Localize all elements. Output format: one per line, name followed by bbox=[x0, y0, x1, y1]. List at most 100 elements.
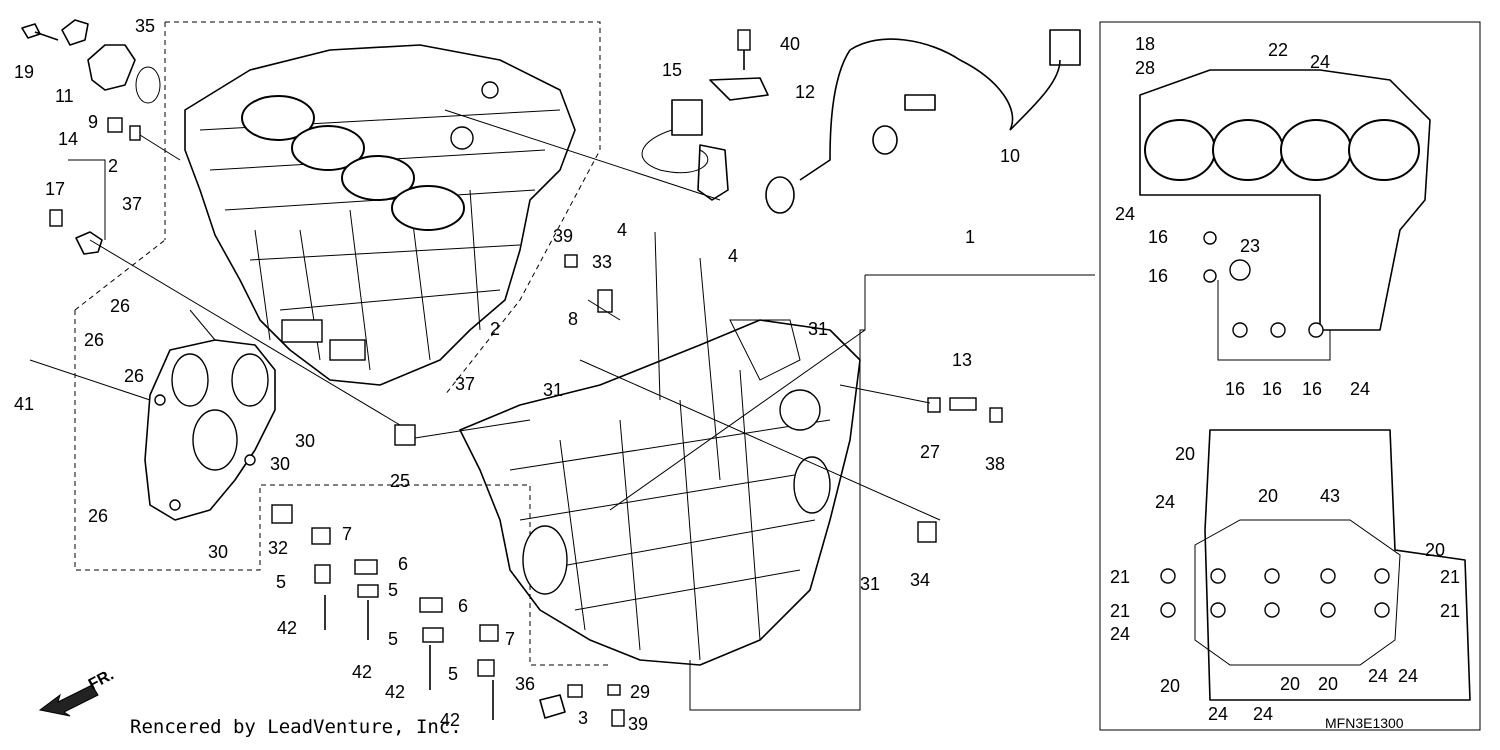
callout-42-d[interactable]: 42 bbox=[440, 710, 460, 730]
callout-21-c[interactable]: 21 bbox=[1110, 601, 1130, 621]
callout-12[interactable]: 12 bbox=[795, 82, 815, 102]
top-left-parts bbox=[21, 19, 181, 255]
callout-5-d[interactable]: 5 bbox=[448, 664, 458, 684]
callout-24-b[interactable]: 24 bbox=[1155, 492, 1175, 512]
callout-32[interactable]: 32 bbox=[268, 538, 288, 558]
callout-13[interactable]: 13 bbox=[952, 350, 972, 370]
callout-43[interactable]: 43 bbox=[1320, 486, 1340, 506]
diagram-code: MFN3E1300 bbox=[1325, 715, 1404, 731]
callout-3[interactable]: 3 bbox=[578, 708, 588, 728]
callout-33[interactable]: 33 bbox=[592, 252, 612, 272]
callout-37-b[interactable]: 37 bbox=[455, 374, 475, 394]
callout-24-left[interactable]: 24 bbox=[1115, 204, 1135, 224]
callout-20-a[interactable]: 20 bbox=[1175, 444, 1195, 464]
callout-26-d[interactable]: 26 bbox=[88, 506, 108, 526]
callout-21-b[interactable]: 21 bbox=[1440, 567, 1460, 587]
callout-39-bottom[interactable]: 39 bbox=[628, 714, 648, 734]
upper-crankcase bbox=[184, 44, 576, 386]
callout-9[interactable]: 9 bbox=[88, 112, 98, 132]
callout-31-c[interactable]: 31 bbox=[860, 574, 880, 594]
callout-26-c[interactable]: 26 bbox=[124, 366, 144, 386]
callout-17[interactable]: 17 bbox=[45, 179, 65, 199]
callout-25[interactable]: 25 bbox=[390, 471, 410, 491]
callout-24-top[interactable]: 24 bbox=[1310, 52, 1330, 72]
callout-24-e[interactable]: 24 bbox=[1368, 666, 1388, 686]
front-direction-arrow: FR. bbox=[38, 666, 117, 717]
callout-16-c[interactable]: 16 bbox=[1225, 379, 1245, 399]
group-frames bbox=[74, 21, 1481, 731]
callout-31-b[interactable]: 31 bbox=[543, 380, 563, 400]
callout-24-d[interactable]: 24 bbox=[1208, 704, 1228, 724]
callout-16-b[interactable]: 16 bbox=[1148, 266, 1168, 286]
callout-2[interactable]: 2 bbox=[108, 156, 118, 176]
cylinder-bore-2 bbox=[291, 125, 365, 171]
sensors-harness bbox=[564, 29, 1081, 313]
right-pan-view bbox=[1160, 429, 1471, 701]
callout-22[interactable]: 22 bbox=[1268, 40, 1288, 60]
callout-6-b[interactable]: 6 bbox=[458, 596, 468, 616]
callout-42-a[interactable]: 42 bbox=[277, 618, 297, 638]
lower-crankcase bbox=[459, 319, 861, 666]
callout-14[interactable]: 14 bbox=[58, 129, 78, 149]
callout-20-d[interactable]: 20 bbox=[1160, 676, 1180, 696]
callout-21-d[interactable]: 21 bbox=[1440, 601, 1460, 621]
callout-20-b[interactable]: 20 bbox=[1258, 486, 1278, 506]
callout-5-a[interactable]: 5 bbox=[276, 572, 286, 592]
callout-34[interactable]: 34 bbox=[910, 570, 930, 590]
callout-7-a[interactable]: 7 bbox=[342, 524, 352, 544]
callout-20-c[interactable]: 20 bbox=[1425, 540, 1445, 560]
callout-15[interactable]: 15 bbox=[662, 60, 682, 80]
callout-20-e[interactable]: 20 bbox=[1280, 674, 1300, 694]
credit-text: Rencered by LeadVenture, Inc. bbox=[130, 716, 462, 738]
callout-6-a[interactable]: 6 bbox=[398, 554, 408, 574]
callout-16-d[interactable]: 16 bbox=[1262, 379, 1282, 399]
callout-16-a[interactable]: 16 bbox=[1148, 227, 1168, 247]
callout-28[interactable]: 28 bbox=[1135, 58, 1155, 78]
callout-24-f[interactable]: 24 bbox=[1398, 666, 1418, 686]
side-cover bbox=[144, 339, 276, 521]
bottom-fasteners bbox=[271, 397, 1003, 727]
callout-11[interactable]: 11 bbox=[55, 86, 74, 106]
callout-5-b[interactable]: 5 bbox=[388, 580, 398, 600]
callout-41[interactable]: 41 bbox=[14, 394, 34, 414]
callout-20-f[interactable]: 20 bbox=[1318, 674, 1338, 694]
callout-35[interactable]: 35 bbox=[135, 16, 155, 36]
callout-30-b[interactable]: 30 bbox=[270, 454, 290, 474]
callout-4-a[interactable]: 4 bbox=[617, 220, 627, 240]
callout-24-c[interactable]: 24 bbox=[1110, 624, 1130, 644]
callout-29[interactable]: 29 bbox=[630, 682, 650, 702]
callout-5-c[interactable]: 5 bbox=[388, 629, 398, 649]
callout-21-a[interactable]: 21 bbox=[1110, 567, 1130, 587]
callout-23[interactable]: 23 bbox=[1240, 236, 1260, 256]
right-block-view bbox=[1139, 69, 1431, 338]
callout-4-b[interactable]: 4 bbox=[728, 246, 738, 266]
callout-8[interactable]: 8 bbox=[568, 309, 578, 329]
callout-7-b[interactable]: 7 bbox=[505, 629, 515, 649]
callout-26-a[interactable]: 26 bbox=[110, 296, 130, 316]
callout-16-e[interactable]: 16 bbox=[1302, 379, 1322, 399]
callout-40[interactable]: 40 bbox=[780, 34, 800, 54]
callout-37[interactable]: 37 bbox=[122, 194, 142, 214]
callout-2-b[interactable]: 2 bbox=[490, 319, 500, 339]
callout-36[interactable]: 36 bbox=[515, 674, 535, 694]
callout-1[interactable]: 1 bbox=[965, 227, 975, 247]
callout-26-b[interactable]: 26 bbox=[84, 330, 104, 350]
cylinder-bore-4 bbox=[391, 185, 465, 231]
callout-30-a[interactable]: 30 bbox=[295, 431, 315, 451]
callout-30-c[interactable]: 30 bbox=[208, 542, 228, 562]
cylinder-bore-3 bbox=[341, 155, 415, 201]
callout-27[interactable]: 27 bbox=[920, 442, 940, 462]
callout-38[interactable]: 38 bbox=[985, 454, 1005, 474]
callout-10[interactable]: 10 bbox=[1000, 146, 1020, 166]
callout-42-b[interactable]: 42 bbox=[352, 662, 372, 682]
callout-39-top[interactable]: 39 bbox=[553, 226, 573, 246]
callout-24-g[interactable]: 24 bbox=[1253, 704, 1273, 724]
callouts: 19 11 35 9 14 2 37 17 15 40 12 10 18 28 … bbox=[14, 16, 1460, 734]
callout-42-c[interactable]: 42 bbox=[385, 682, 405, 702]
callout-19[interactable]: 19 bbox=[14, 62, 34, 82]
callout-18[interactable]: 18 bbox=[1135, 34, 1155, 54]
cylinder-bore-1 bbox=[241, 95, 315, 141]
leader-lines bbox=[29, 109, 941, 521]
callout-31-a[interactable]: 31 bbox=[808, 319, 828, 339]
callout-24-mid[interactable]: 24 bbox=[1350, 379, 1370, 399]
